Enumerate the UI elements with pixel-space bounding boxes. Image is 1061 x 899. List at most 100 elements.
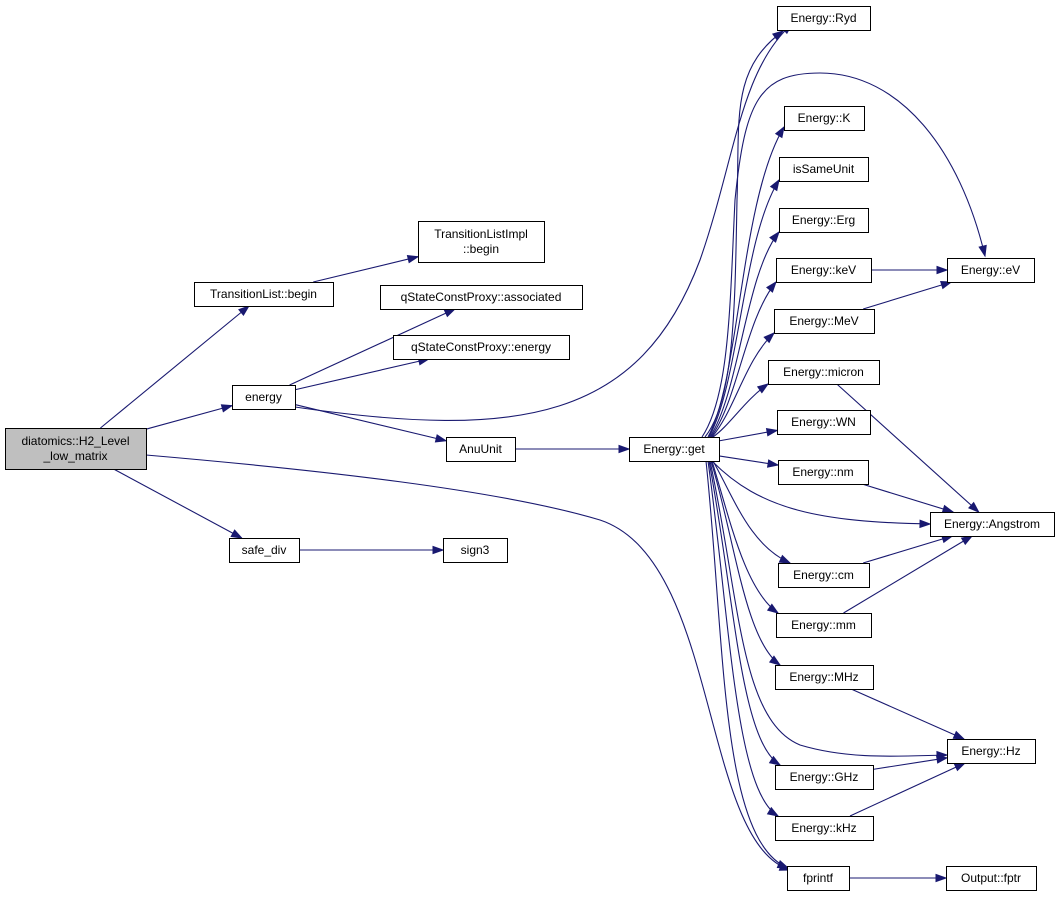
node-label: Energy::MeV (789, 314, 858, 328)
node-tli-begin[interactable]: TransitionListImpl::begin (418, 221, 545, 263)
node-box (229, 538, 300, 563)
edge-en_get-to-en_wn (718, 428, 779, 442)
node-box (194, 282, 334, 307)
edge-line (701, 72, 986, 438)
node-fprintf[interactable]: fprintf (787, 866, 850, 891)
node-en-angstrom[interactable]: Energy::Angstrom (930, 512, 1055, 537)
arrow-head-icon (766, 806, 780, 817)
node-en-ghz[interactable]: Energy::GHz (775, 765, 874, 790)
arrow-head-icon (769, 178, 780, 192)
arrow-head-icon (766, 280, 777, 293)
node-box (418, 221, 545, 263)
node-box (947, 258, 1035, 283)
node-en-mm[interactable]: Energy::mm (776, 613, 872, 638)
node-en-get[interactable]: Energy::get (629, 437, 720, 462)
edge-line (710, 460, 781, 666)
edge-line (289, 308, 456, 386)
edge-line (862, 535, 953, 564)
node-label: Energy::Angstrom (944, 517, 1040, 531)
edge-line (294, 23, 793, 422)
node-label: TransitionList::begin (210, 287, 317, 301)
node-en-micron[interactable]: Energy::micron (768, 360, 880, 385)
node-box (5, 428, 147, 470)
edge-en_nm-to-en_angstrom (861, 483, 955, 514)
node-energy[interactable]: energy (232, 385, 296, 410)
node-box (393, 335, 570, 360)
node-box (947, 739, 1036, 764)
node-issameunit[interactable]: isSameUnit (779, 157, 869, 182)
arrow-head-icon (766, 459, 780, 468)
node-qs-assoc[interactable]: qStateConstProxy::associated (380, 285, 583, 310)
arrow-head-icon (935, 755, 949, 764)
arrow-head-icon (771, 30, 785, 41)
edge-safe_div-to-sign3 (299, 545, 445, 555)
arrow-head-icon (769, 230, 780, 243)
node-safe-div[interactable]: safe_div (229, 538, 300, 563)
edge-line (843, 535, 973, 614)
node-en-erg[interactable]: Energy::Erg (779, 208, 869, 233)
edge-line (708, 179, 780, 438)
edge-line (709, 460, 948, 757)
edge-anuunit-to-en_get (515, 444, 631, 454)
edge-line (711, 460, 779, 614)
arrow-head-icon (220, 404, 234, 413)
arrow-head-icon (936, 265, 949, 275)
node-box (446, 437, 516, 462)
node-en-kev[interactable]: Energy::keV (776, 258, 872, 283)
node-box (629, 437, 720, 462)
edge-en_get-to-en_hz (709, 460, 949, 760)
edge-en_get-to-en_micron (712, 383, 770, 438)
edge-line (872, 757, 948, 770)
edge-line (710, 281, 777, 438)
edge-line (145, 405, 233, 430)
node-output-fptr[interactable]: Output::fptr (946, 866, 1037, 891)
node-label: qStateConstProxy::associated (401, 290, 562, 304)
node-root[interactable]: diatomics::H2_Level_low_matrix (5, 428, 147, 470)
edge-en_cm-to-en_angstrom (862, 534, 954, 564)
node-box (779, 157, 869, 182)
node-box (787, 866, 850, 891)
node-box (778, 460, 869, 485)
arrow-head-icon (968, 501, 980, 513)
node-box (443, 538, 508, 563)
node-en-ryd[interactable]: Energy::Ryd (777, 6, 871, 31)
edge-line (711, 460, 931, 525)
node-box (776, 258, 872, 283)
node-en-mev[interactable]: Energy::MeV (774, 309, 875, 334)
edge-en_get-to-issameunit (708, 178, 780, 438)
node-en-cm[interactable]: Energy::cm (778, 563, 870, 588)
edge-line (707, 460, 779, 817)
node-label: Energy::cm (793, 568, 854, 582)
node-sign3[interactable]: sign3 (443, 538, 508, 563)
arrow-head-icon (960, 535, 974, 546)
node-en-wn[interactable]: Energy::WN (777, 410, 871, 435)
node-qs-energy[interactable]: qStateConstProxy::energy (393, 335, 570, 360)
node-en-mhz[interactable]: Energy::MHz (775, 665, 874, 690)
node-label: sign3 (461, 543, 490, 557)
node-label: ::begin (463, 242, 499, 256)
edge-en_get-to-en_khz (707, 460, 780, 817)
node-label: Energy::Erg (792, 213, 855, 227)
node-tl-begin[interactable]: TransitionList::begin (194, 282, 334, 307)
edge-en_get-to-en_erg (709, 230, 780, 438)
node-en-nm[interactable]: Energy::nm (778, 460, 869, 485)
node-en-hz[interactable]: Energy::Hz (947, 739, 1036, 764)
arrow-head-icon (935, 873, 948, 883)
arrow-head-icon (763, 331, 776, 344)
node-en-khz[interactable]: Energy::kHz (775, 816, 874, 841)
edge-line (705, 460, 789, 869)
edge-line (294, 358, 429, 391)
node-label: Energy::get (643, 442, 705, 456)
node-en-ev[interactable]: Energy::eV (947, 258, 1035, 283)
node-label: _low_matrix (42, 449, 107, 463)
node-anuunit[interactable]: AnuUnit (446, 437, 516, 462)
edge-line (849, 762, 966, 817)
edge-line (313, 256, 419, 283)
edge-line (709, 231, 780, 438)
node-en-k[interactable]: Energy::K (784, 106, 865, 131)
node-label: AnuUnit (459, 442, 502, 456)
arrow-head-icon (774, 125, 785, 139)
arrow-head-icon (776, 860, 790, 869)
edge-line (712, 460, 791, 564)
